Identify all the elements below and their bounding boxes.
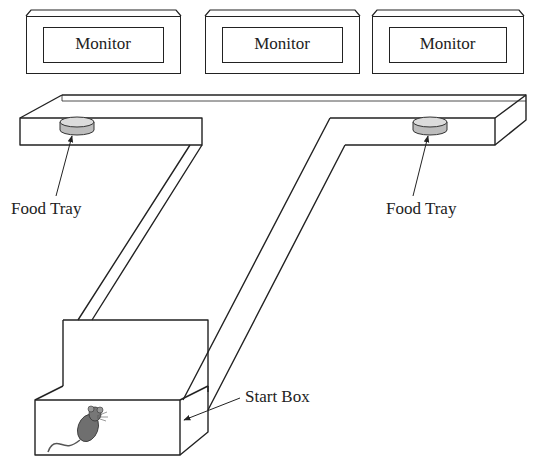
start-box-door bbox=[63, 320, 208, 392]
leader-line bbox=[184, 398, 240, 420]
mouse bbox=[48, 406, 108, 452]
monitor-label: Monitor bbox=[420, 35, 476, 54]
monitor-box: Monitor bbox=[26, 16, 181, 74]
tray-label: Food Tray bbox=[10, 200, 82, 219]
tray-label: Food Tray bbox=[385, 200, 457, 219]
food-tray bbox=[413, 117, 447, 127]
leader-line bbox=[56, 136, 72, 196]
monitor-screen: Monitor bbox=[222, 27, 343, 63]
box-label: Start Box bbox=[244, 388, 311, 407]
maze-stem-left-wall bbox=[78, 145, 202, 320]
monitor-box: Monitor bbox=[205, 16, 360, 74]
start-box-front bbox=[35, 400, 180, 455]
maze-front-wall-right bbox=[330, 118, 495, 145]
maze-right-end bbox=[495, 95, 526, 145]
monitor-label: Monitor bbox=[254, 35, 310, 54]
monitor-label: Monitor bbox=[75, 35, 131, 54]
maze-back-wall bbox=[62, 94, 526, 95]
food-tray bbox=[60, 117, 94, 127]
monitor-screen: Monitor bbox=[43, 27, 164, 63]
leader-line bbox=[413, 136, 428, 196]
monitor-box: Monitor bbox=[372, 16, 524, 74]
maze-left-end bbox=[20, 95, 62, 118]
maze-back-wall-base bbox=[62, 95, 526, 101]
monitor-screen: Monitor bbox=[389, 27, 507, 63]
maze-front-wall-left bbox=[20, 118, 202, 145]
start-box-right-side bbox=[180, 386, 208, 455]
start-box-sides bbox=[35, 386, 208, 400]
